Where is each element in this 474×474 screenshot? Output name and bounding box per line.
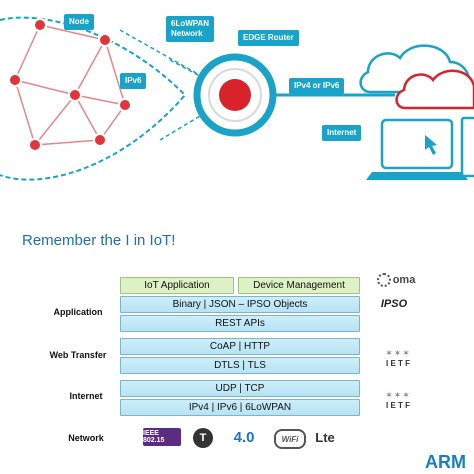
mesh-node: [33, 18, 47, 32]
callout-6lowpan-network: 6LoWPAN Network: [166, 16, 215, 42]
page-title: Remember the I in IoT!: [22, 232, 176, 249]
box-dtls-tls: DTLS | TLS: [120, 357, 360, 374]
row-label-internet: Internet: [69, 391, 103, 401]
callout-ipv4-or-ipv6: IPv4 or IPv6: [289, 78, 345, 94]
arm-logo: ARM: [425, 452, 466, 472]
row-label-web-transfer: Web Transfer: [49, 350, 107, 360]
mesh-node: [8, 73, 22, 87]
sixlowpan-mesh: [0, 16, 236, 181]
ietf-logo-text: I E T F: [386, 400, 410, 410]
mesh-node: [118, 98, 132, 112]
box-udp-tcp: UDP | TCP: [120, 380, 360, 397]
row-label-network: Network: [68, 433, 104, 443]
ieee-802-15-logo: IEEE 802.15: [143, 428, 181, 446]
box-iot-application: IoT Application: [120, 277, 234, 294]
iot-network-illustration: [0, 16, 474, 181]
callout-internet: Internet: [322, 125, 362, 141]
box-ipv4-ipv6: IPv4 | IPv6 | 6LoWPAN: [120, 399, 360, 416]
callout-node: Node: [64, 14, 94, 30]
box-device-management: Device Management: [238, 277, 360, 294]
ietf-logo-text: I E T F: [386, 358, 410, 368]
callout-edge-router: EDGE Router: [238, 30, 299, 46]
mesh-node: [68, 88, 82, 102]
bluetooth-4-logo: 4.0: [228, 428, 260, 446]
laptop-icon: [366, 116, 474, 180]
lte-logo: Lte: [312, 428, 338, 446]
thread-logo: T: [193, 428, 213, 448]
mesh-node: [28, 138, 42, 152]
ipso-logo-text: IPSO: [380, 298, 408, 310]
box-coap-http: CoAP | HTTP: [120, 338, 360, 355]
cloud-icon: [359, 44, 474, 110]
mesh-node: [98, 33, 112, 47]
edge-router-icon: [193, 53, 277, 137]
ietf-logo-internet: ✶✶✶ I E T F: [385, 390, 411, 410]
oma-logo: oma: [372, 272, 420, 288]
box-rest-apis: REST APIs: [120, 315, 360, 332]
oma-logo-text: oma: [392, 274, 416, 286]
wifi-logo-text: WiFi: [281, 434, 299, 444]
wifi-logo: WiFi: [274, 429, 306, 449]
lte-logo-text: Lte: [315, 429, 335, 445]
ipso-logo: IPSO: [376, 296, 412, 312]
ieee-logo-text: IEEE 802.15: [143, 430, 165, 444]
mesh-node: [93, 133, 107, 147]
ietf-logo-web-transfer: ✶✶✶ I E T F: [385, 348, 411, 368]
bluetooth-logo-text: 4.0: [233, 428, 255, 446]
box-formats: Binary | JSON – IPSO Objects: [120, 296, 360, 313]
row-label-application: Application: [53, 307, 103, 317]
callout-ipv6: IPv6: [120, 73, 147, 89]
